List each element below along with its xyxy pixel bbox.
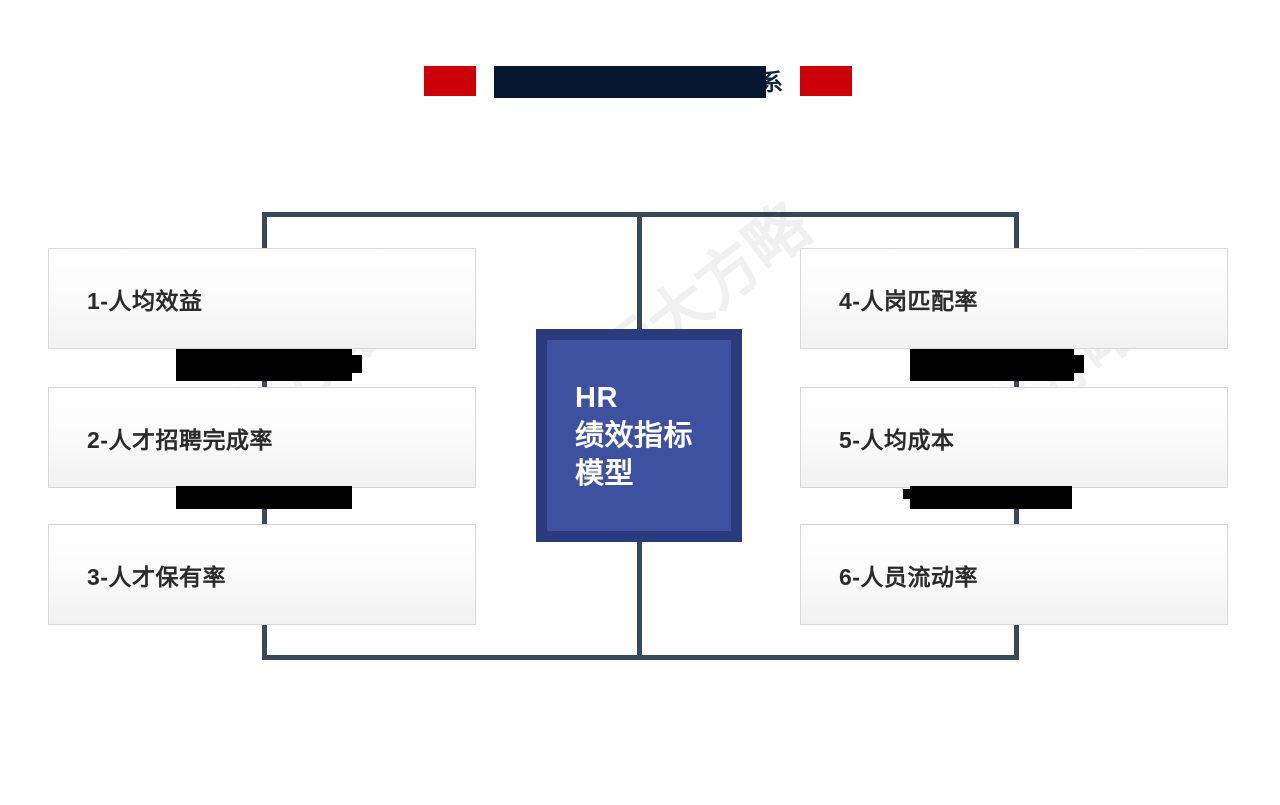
metric-box-2[interactable]: 2-人才招聘完成率: [48, 387, 476, 488]
center-model-box[interactable]: HR 绩效指标 模型: [536, 329, 742, 542]
redaction-bar-4-tab: [910, 355, 1084, 373]
metric-box-6[interactable]: 6-人员流动率: [800, 524, 1228, 625]
metric-label-1: 1-人均效益: [87, 287, 203, 314]
metric-label-5: 5-人均成本: [839, 426, 955, 453]
title-redaction-bar: [494, 66, 766, 98]
redaction-bar-1-tab: [176, 355, 362, 373]
metric-box-1[interactable]: 1-人均效益: [48, 248, 476, 349]
center-model-line-2: 绩效指标: [575, 419, 694, 452]
connector-center-vertical-top: [637, 212, 642, 332]
metric-box-4[interactable]: 4-人岗匹配率: [800, 248, 1228, 349]
title-accent-chip-right: [800, 66, 852, 96]
metric-box-3[interactable]: 3-人才保有率: [48, 524, 476, 625]
metric-label-6: 6-人员流动率: [839, 563, 978, 590]
redaction-bar-5-tab: [903, 489, 917, 499]
redaction-bar-5: [910, 486, 1072, 509]
connector-center-vertical-bottom: [637, 540, 642, 660]
title-accent-chip-left: [424, 66, 476, 96]
metric-label-2: 2-人才招聘完成率: [87, 426, 273, 453]
center-model-line-1: HR: [575, 381, 618, 414]
metric-label-4: 4-人岗匹配率: [839, 287, 978, 314]
slide-title-band: 系: [424, 66, 852, 98]
redaction-bar-2: [176, 486, 352, 509]
center-model-line-3: 模型: [575, 457, 635, 490]
metric-label-3: 3-人才保有率: [87, 563, 226, 590]
metric-box-5[interactable]: 5-人均成本: [800, 387, 1228, 488]
